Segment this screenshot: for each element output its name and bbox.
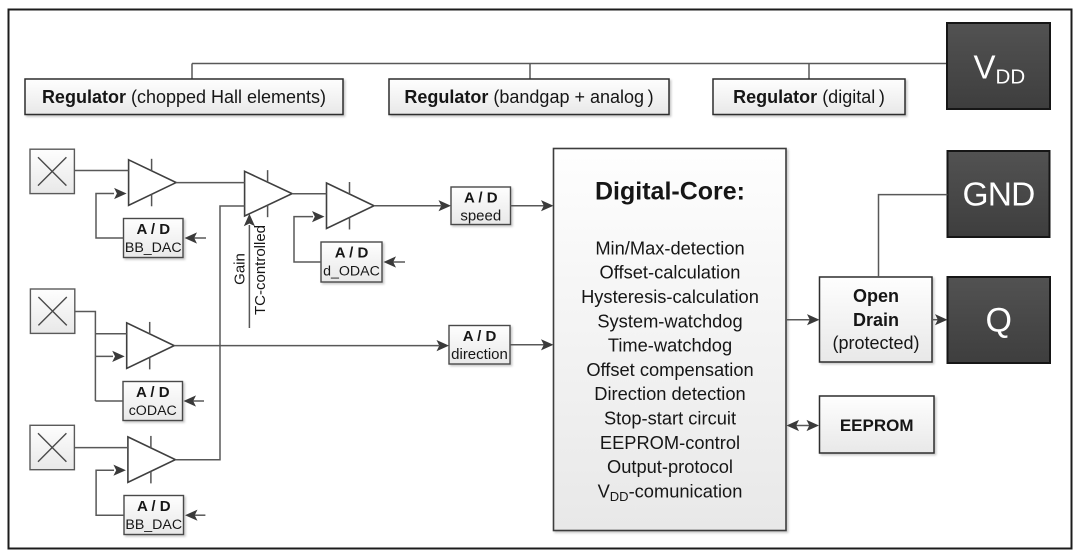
svg-text:d_ODAC: d_ODAC xyxy=(323,264,380,280)
svg-text:Gain: Gain xyxy=(232,253,249,285)
svg-text:(protected): (protected) xyxy=(832,333,919,353)
svg-text:Offset-calculation: Offset-calculation xyxy=(600,262,741,283)
svg-text:System-watchdog: System-watchdog xyxy=(597,310,742,331)
svg-text:direction: direction xyxy=(451,346,508,363)
svg-text:A / D: A / D xyxy=(463,328,497,345)
svg-text:EEPROM: EEPROM xyxy=(840,416,914,435)
svg-text:Output-protocol: Output-protocol xyxy=(607,456,733,477)
svg-text:BB_DAC: BB_DAC xyxy=(125,240,182,256)
svg-text:BB_DAC: BB_DAC xyxy=(125,517,182,533)
svg-text:VDD-comunication: VDD-comunication xyxy=(598,480,743,504)
svg-text:Min/Max-detection: Min/Max-detection xyxy=(595,237,744,258)
svg-text:A / D: A / D xyxy=(464,190,498,207)
svg-text:Stop-start circuit: Stop-start circuit xyxy=(604,408,736,429)
svg-text:A / D: A / D xyxy=(136,384,170,401)
svg-text:Regulator (chopped Hall elemen: Regulator (chopped Hall elements) xyxy=(42,87,326,107)
svg-text:Q: Q xyxy=(985,302,1011,340)
svg-text:Regulator (bandgap + analog ): Regulator (bandgap + analog ) xyxy=(404,87,653,107)
svg-text:A / D: A / D xyxy=(335,245,369,262)
svg-text:Drain: Drain xyxy=(853,310,899,330)
svg-text:A / D: A / D xyxy=(136,221,170,238)
svg-text:TC-controlled: TC-controlled xyxy=(252,225,269,315)
svg-text:Digital-Core:: Digital-Core: xyxy=(595,178,745,206)
svg-text:Offset compensation: Offset compensation xyxy=(586,359,753,380)
svg-text:EEPROM-control: EEPROM-control xyxy=(600,432,740,453)
svg-text:Regulator (digital ): Regulator (digital ) xyxy=(733,87,885,107)
svg-text:Time-watchdog: Time-watchdog xyxy=(608,335,732,356)
svg-text:Direction detection: Direction detection xyxy=(594,383,745,404)
svg-text:speed: speed xyxy=(460,208,501,225)
svg-text:A / D: A / D xyxy=(137,498,171,515)
svg-text:Open: Open xyxy=(853,286,899,306)
svg-text:Hysteresis-calculation: Hysteresis-calculation xyxy=(581,286,759,307)
svg-text:GND: GND xyxy=(962,176,1034,213)
svg-text:cODAC: cODAC xyxy=(129,403,177,419)
